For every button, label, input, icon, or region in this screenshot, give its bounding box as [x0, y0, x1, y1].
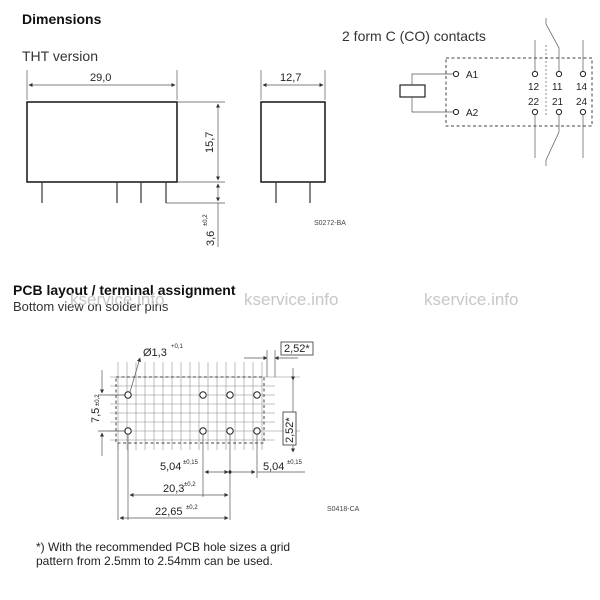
- row-spacing-dim: 7,5: [90, 408, 102, 423]
- watermark-3: kservice.info: [424, 290, 518, 309]
- side-view: 12,7 S0272-BA: [260, 70, 346, 227]
- pin-24: 24: [576, 97, 588, 108]
- pitch-b-tol: ±0,15: [287, 460, 303, 466]
- pin-22: 22: [528, 97, 540, 108]
- span-b-dim: 22,65: [155, 506, 183, 518]
- pcb-drawing-code: S0418-CA: [327, 506, 360, 513]
- front-view: 29,0 15,7 3,6 ±0,2: [26, 70, 225, 247]
- row-spacing-tol: ±0,2: [95, 394, 101, 406]
- pitch-a-dim: 5,04: [160, 461, 181, 473]
- grid-top-dim: 2,52*: [284, 343, 310, 355]
- pin-21: 21: [552, 97, 564, 108]
- contact-diagram: A1 A2 12 11 14 22 21 24: [399, 18, 593, 166]
- hole-dia: Ø1,3: [143, 347, 167, 359]
- watermark-1: kservice.info: [70, 290, 164, 309]
- dimensions-heading: Dimensions: [22, 11, 102, 27]
- pcb-layout: Ø1,3 +0,1 2,52* 2,52* 7,5 ±0,2 5,04: [90, 341, 360, 521]
- width-dim: 29,0: [90, 72, 111, 84]
- grid-right-dim: 2,52*: [284, 417, 296, 443]
- depth-dim: 12,7: [280, 72, 301, 84]
- pin-length-tol: ±0,2: [203, 214, 209, 226]
- tht-version-label: THT version: [22, 48, 98, 64]
- pin-12: 12: [528, 82, 540, 93]
- pcb-heading: PCB layout / terminal assignment: [13, 282, 236, 298]
- pitch-a-tol: ±0,15: [183, 460, 199, 466]
- pcb-grid: [110, 362, 300, 450]
- bottom-view-label: Bottom view on solder pins: [13, 299, 169, 314]
- footnote-line-2: pattern from 2.5mm to 2.54mm can be used…: [36, 554, 273, 568]
- contacts-label: 2 form C (CO) contacts: [342, 28, 486, 44]
- watermark-2: kservice.info: [244, 290, 338, 309]
- coil-a2-label: A2: [466, 108, 479, 119]
- hole-dia-tol: +0,1: [171, 344, 184, 350]
- span-a-dim: 20,3: [163, 483, 184, 495]
- pin-14: 14: [576, 82, 588, 93]
- span-b-tol: ±0,2: [186, 505, 198, 511]
- coil-a1-label: A1: [466, 70, 479, 81]
- footnote-line-1: *) With the recommended PCB hole sizes a…: [36, 540, 290, 554]
- height-dim: 15,7: [204, 132, 216, 153]
- pin-length-dim: 3,6: [205, 231, 217, 246]
- pin-11: 11: [552, 82, 563, 93]
- tht-drawing-code: S0272-BA: [314, 220, 346, 227]
- pitch-b-dim: 5,04: [263, 461, 284, 473]
- span-a-tol: ±0,2: [184, 482, 196, 488]
